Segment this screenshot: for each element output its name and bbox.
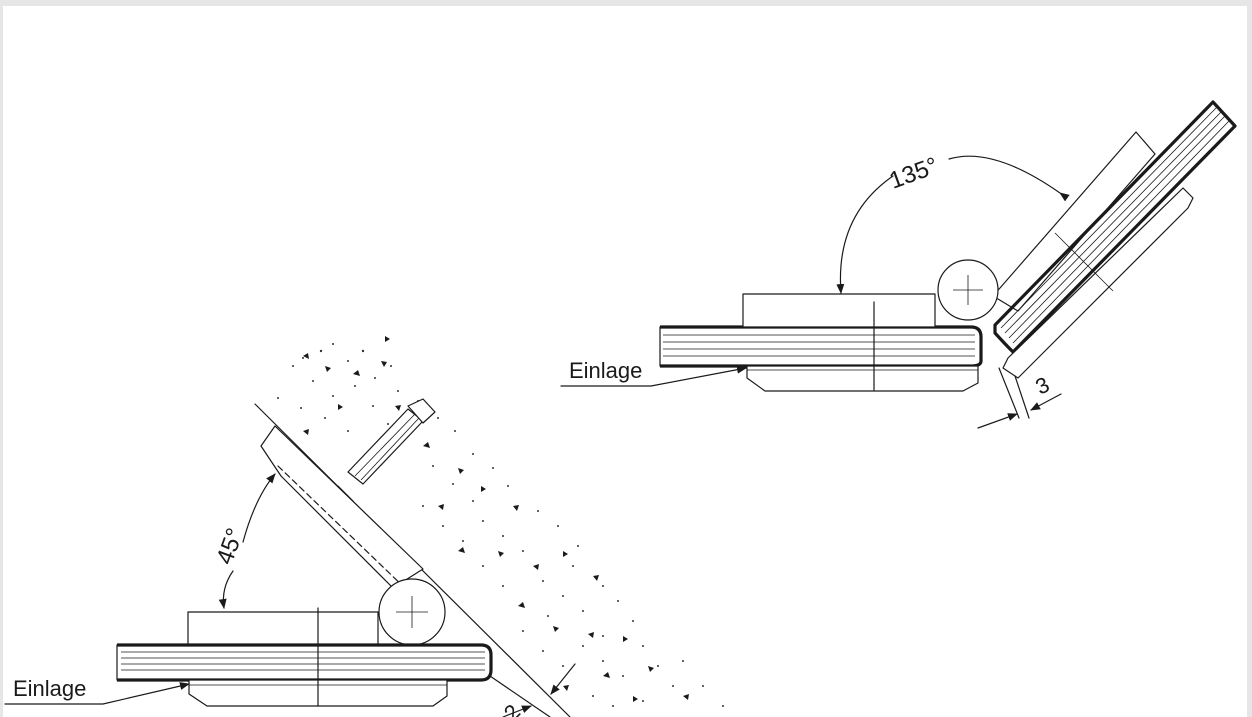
gap-dimension-135: 3 xyxy=(1032,372,1054,400)
insert-label-bottom: Einlage xyxy=(13,676,86,701)
insert-label-top: Einlage xyxy=(569,358,642,383)
angle-label-45: 45° xyxy=(211,525,249,568)
aggregate-marks xyxy=(303,336,689,702)
gap-dimension-45: 2 xyxy=(499,699,525,717)
wall-concrete xyxy=(253,324,743,717)
hinge-45-assembly: 45° Einlage 2 xyxy=(4,324,743,717)
lower-clamp-plate-135 xyxy=(746,365,979,392)
glass-panel-45 xyxy=(116,643,493,682)
angled-clamp-plate-135 xyxy=(992,131,1156,312)
drawing-canvas: 135° Einlage 3 xyxy=(3,6,1247,717)
hinge-135-assembly: 135° Einlage 3 xyxy=(560,100,1237,429)
wall-plate-45 xyxy=(260,425,424,589)
outer-angled-plate-135 xyxy=(1002,187,1194,379)
glass-panel-angled-135 xyxy=(993,100,1237,354)
technical-drawing: 135° Einlage 3 xyxy=(4,100,1237,717)
angle-label-135: 135° xyxy=(886,152,942,194)
upper-clamp-plate-135 xyxy=(742,293,936,328)
glass-panel-left-135 xyxy=(659,325,983,368)
upper-clamp-plate-45 xyxy=(187,611,379,646)
